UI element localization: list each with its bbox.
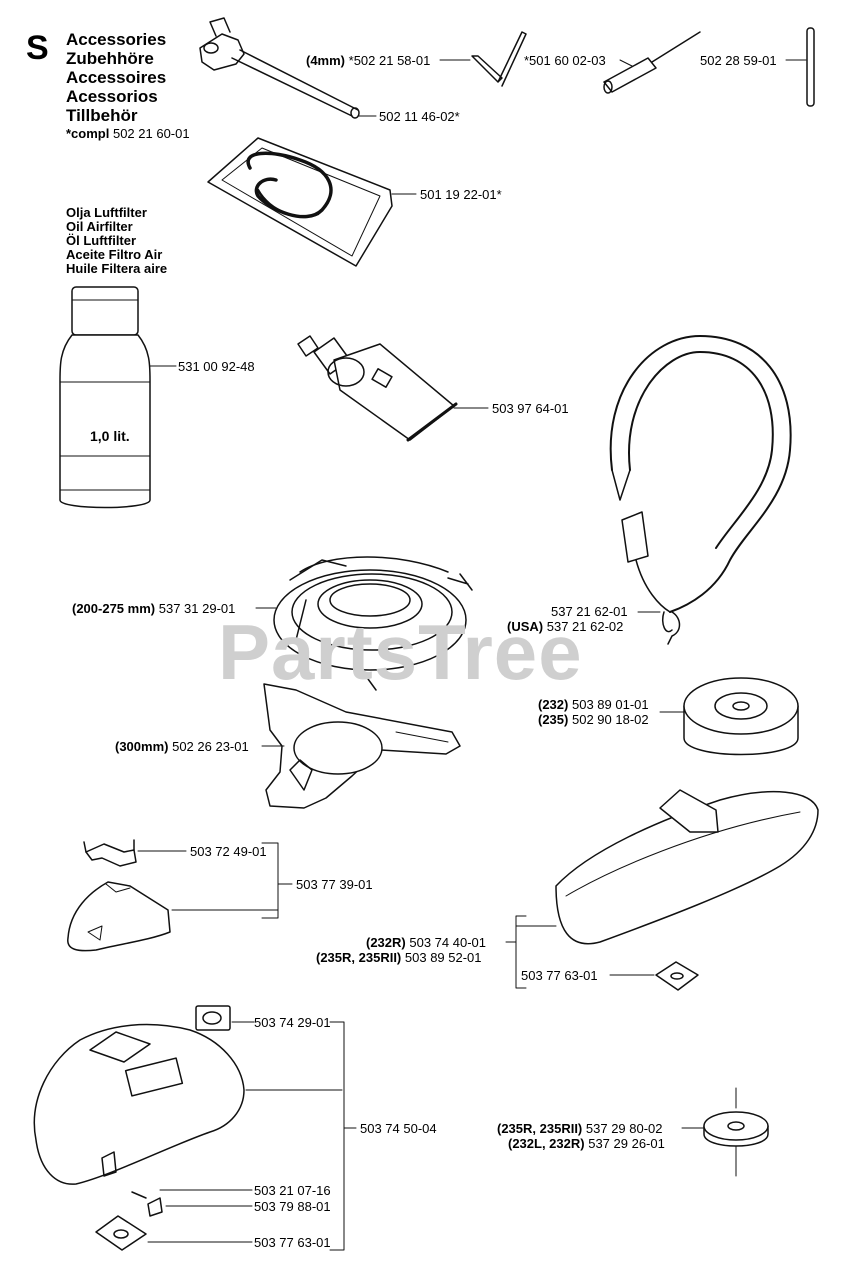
part-label-503798801: 503 79 88-01 (254, 1199, 331, 1214)
guard-ring-illustration (255, 556, 473, 691)
part-label-200-275: (200-275 mm) 537 31 29-01 (72, 601, 235, 616)
part-label-501192201: 501 19 22-01* (420, 187, 502, 202)
part-number: 537 31 29-01 (158, 601, 236, 616)
part-qualifier: (232R) (366, 935, 406, 950)
hex-key-illustration (439, 31, 527, 87)
compl-number: 502 21 60-01 (112, 126, 190, 141)
plate-illustration (609, 961, 699, 991)
part-qualifier: (300mm) (115, 739, 169, 754)
socket-wrench-illustration (199, 17, 377, 119)
guard-bracket-illustration (261, 683, 461, 809)
part-label-503773901: 503 77 39-01 (296, 877, 373, 892)
part-number: 503 89 01-01 (571, 697, 649, 712)
washer-illustration (681, 1087, 769, 1177)
part-qualifier: (4mm) (306, 53, 346, 68)
part-label-235R-235RII: (235R, 235RII) 503 89 52-01 (316, 950, 482, 965)
oil-heading-4: Huile Filtera aire (66, 261, 168, 276)
part-label-503776301-a: 503 77 63-01 (521, 968, 598, 983)
part-label-235R-235RII-b: (235R, 235RII) 537 29 80-02 (497, 1121, 663, 1136)
part-number: 537 29 26-01 (588, 1136, 665, 1151)
title-sv: Tillbehör (66, 106, 138, 125)
title-fr: Accessoires (66, 68, 167, 87)
part-label-232L-232R: (232L, 232R) 537 29 26-01 (508, 1136, 665, 1151)
part-qualifier: (232) (538, 697, 569, 712)
bottle-volume: 1,0 lit. (90, 428, 130, 444)
part-qualifier: (235R, 235RII) (497, 1121, 583, 1136)
part-qualifier: (235) (538, 712, 569, 727)
part-number: 502 26 23-01 (172, 739, 249, 754)
harness-strap-illustration (609, 335, 792, 645)
small-shield-illustration (67, 881, 279, 952)
part-label-usa: (USA) 537 21 62-02 (507, 619, 623, 634)
part-number: 537 29 80-02 (585, 1121, 663, 1136)
compl-prefix: *compl (66, 126, 110, 141)
part-label-4mm: (4mm) *502 21 58-01 (306, 53, 430, 68)
part-label-502114602: 502 11 46-02* (379, 109, 460, 124)
screwdriver-illustration (603, 31, 701, 94)
pin-illustration (785, 27, 815, 107)
part-label-501600203: *501 60 02-03 (524, 53, 606, 68)
part-label-232R: (232R) 503 74 40-01 (366, 935, 486, 950)
screw-washer-illustration (95, 1005, 255, 1251)
part-number: 502 90 18-02 (571, 712, 649, 727)
section-letter: S (26, 29, 49, 67)
oil-heading-0: Olja Luftfilter (66, 205, 147, 220)
big-guard-illustration (33, 1023, 343, 1185)
bracket-lines (261, 842, 527, 1251)
part-label-531009248: 531 00 92-48 (178, 359, 255, 374)
clip-illustration (83, 839, 187, 867)
part-label-503776301-b: 503 77 63-01 (254, 1235, 331, 1250)
watermark: PartsTree (218, 608, 583, 696)
part-label-503724901: 503 72 49-01 (190, 844, 267, 859)
part-qualifier: (232L, 232R) (508, 1136, 585, 1151)
spool-illustration (659, 677, 799, 756)
title-en: Accessories (66, 30, 167, 49)
large-shield-illustration (515, 789, 819, 945)
grease-tube-illustration (297, 335, 489, 442)
bag-illustration (207, 137, 417, 267)
part-label-503210716: 503 21 07-16 (254, 1183, 331, 1198)
oil-heading-2: Öl Luftfilter (66, 233, 137, 248)
part-number: 537 21 62-02 (546, 619, 624, 634)
part-label-300mm: (300mm) 502 26 23-01 (115, 739, 249, 754)
part-label-235: (235) 502 90 18-02 (538, 712, 649, 727)
part-label-232: (232) 503 89 01-01 (538, 697, 649, 712)
part-number: 503 89 52-01 (404, 950, 482, 965)
title-es: Acessorios (66, 87, 158, 106)
part-label-502285901: 502 28 59-01 (700, 53, 777, 68)
oil-heading-1: Oil Airfilter (66, 219, 133, 234)
compl-line: *compl 502 21 60-01 (66, 126, 190, 141)
part-label-503745004: 503 74 50-04 (360, 1121, 437, 1136)
part-number: *502 21 58-01 (348, 53, 431, 68)
oil-bottle-illustration (59, 286, 177, 509)
part-number: 503 74 40-01 (409, 935, 486, 950)
part-qualifier: (USA) (507, 619, 544, 634)
title-de: Zubehhöre (66, 49, 154, 68)
part-qualifier: (235R, 235RII) (316, 950, 402, 965)
oil-heading-3: Aceite Filtro Air (66, 247, 163, 262)
part-qualifier: (200-275 mm) (72, 601, 156, 616)
part-label-537216201: 537 21 62-01 (551, 604, 628, 619)
part-label-503742901: 503 74 29-01 (254, 1015, 331, 1030)
part-label-503976401: 503 97 64-01 (492, 401, 569, 416)
